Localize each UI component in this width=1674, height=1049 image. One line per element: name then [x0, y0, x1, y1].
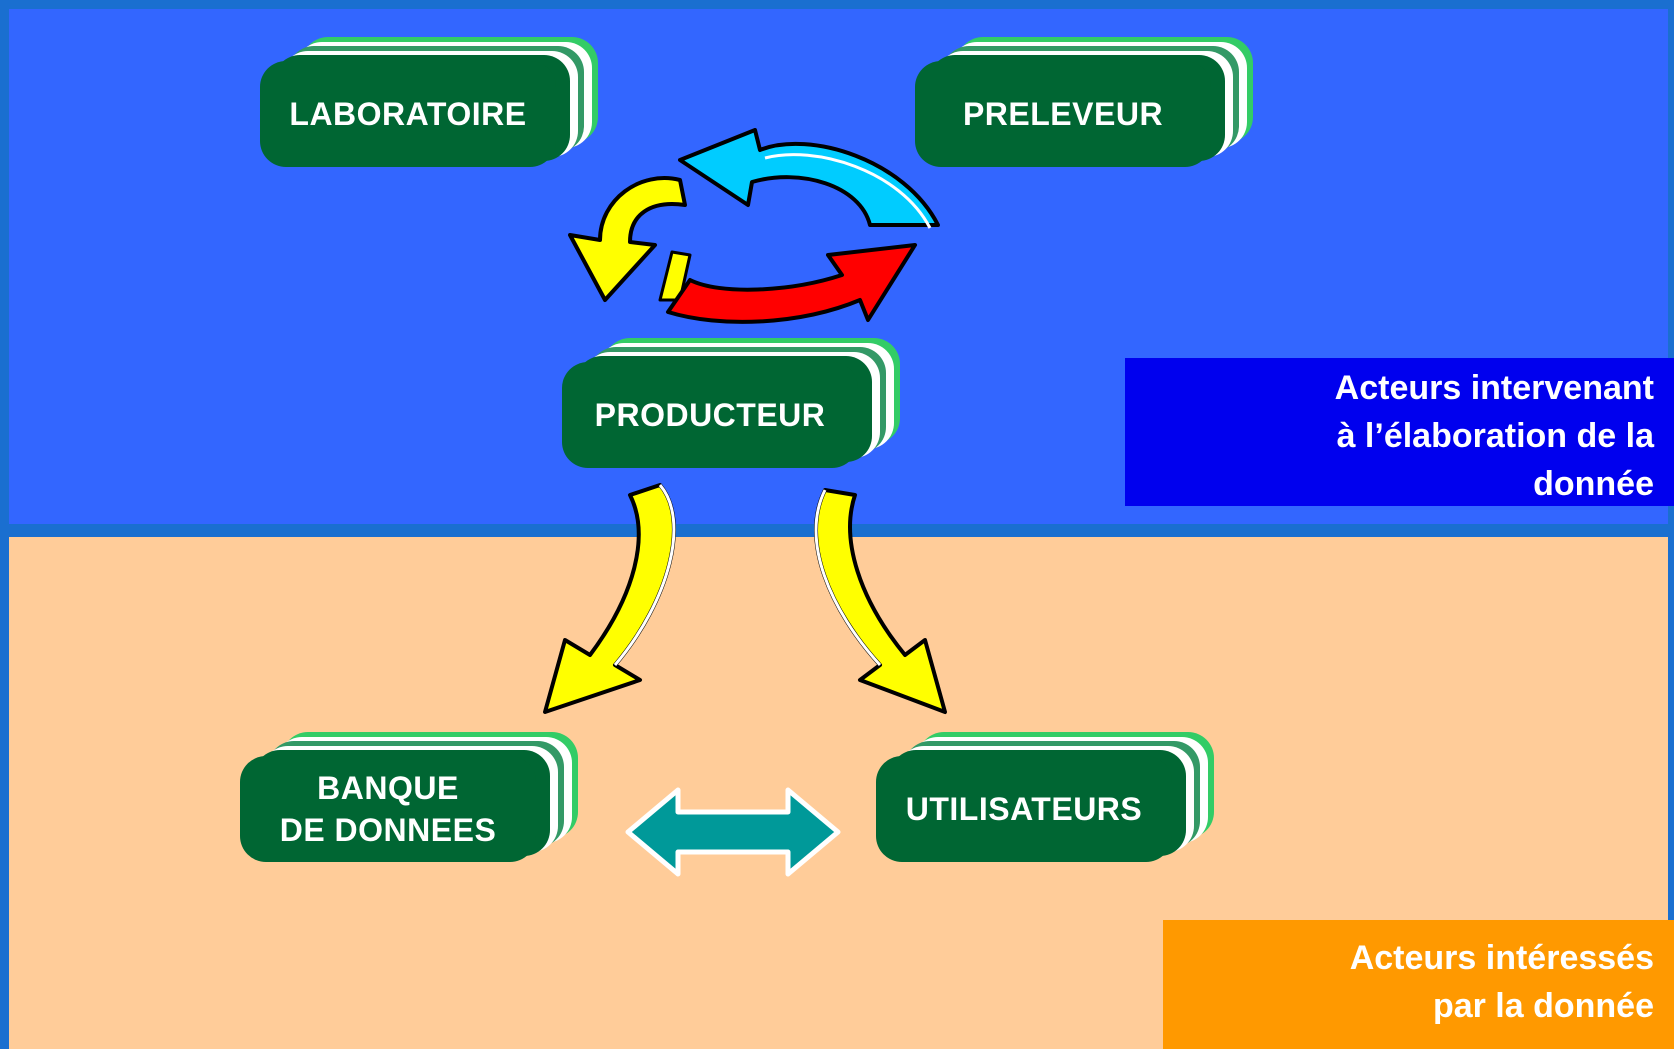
node-banque-label-line2: DE DONNEES [279, 812, 497, 848]
caption-top-line1: Acteurs intervenant [1334, 369, 1654, 407]
circular-arrows-icon [568, 128, 940, 324]
curved-arrow-down-left-icon [543, 483, 676, 714]
node-preleveur-label: PRELEVEUR [962, 96, 1164, 132]
curved-arrow-down-right-icon [814, 488, 947, 714]
red-arrow-icon [666, 243, 917, 324]
node-producteur[interactable]: PRODUCTEUR [562, 338, 902, 468]
yellow-arrow-icon [568, 176, 687, 302]
node-utilisateurs-label: UTILISATEURS [905, 791, 1143, 827]
caption-elaboration: Acteurs intervenant à l’élaboration de l… [1125, 358, 1674, 506]
caption-bottom-line1: Acteurs intéressés [1349, 939, 1654, 977]
node-banque-label-line1: BANQUE [317, 770, 459, 806]
node-banque-de-donnees[interactable]: BANQUE DE DONNEES [240, 732, 580, 862]
caption-interesses: Acteurs intéressés par la donnée [1163, 920, 1674, 1049]
node-laboratoire-label: LABORATOIRE [289, 96, 527, 132]
node-preleveur[interactable]: PRELEVEUR [915, 37, 1255, 167]
node-utilisateurs[interactable]: UTILISATEURS [876, 732, 1216, 862]
caption-top-line3: donnée [1533, 465, 1654, 503]
caption-bottom-line2: par la donnée [1432, 987, 1654, 1025]
node-producteur-label: PRODUCTEUR [594, 397, 826, 433]
double-headed-arrow-icon [625, 787, 841, 877]
caption-top-line2: à l’élaboration de la [1336, 417, 1654, 455]
node-laboratoire[interactable]: LABORATOIRE [260, 37, 600, 167]
cyan-arrow-icon [678, 128, 940, 227]
